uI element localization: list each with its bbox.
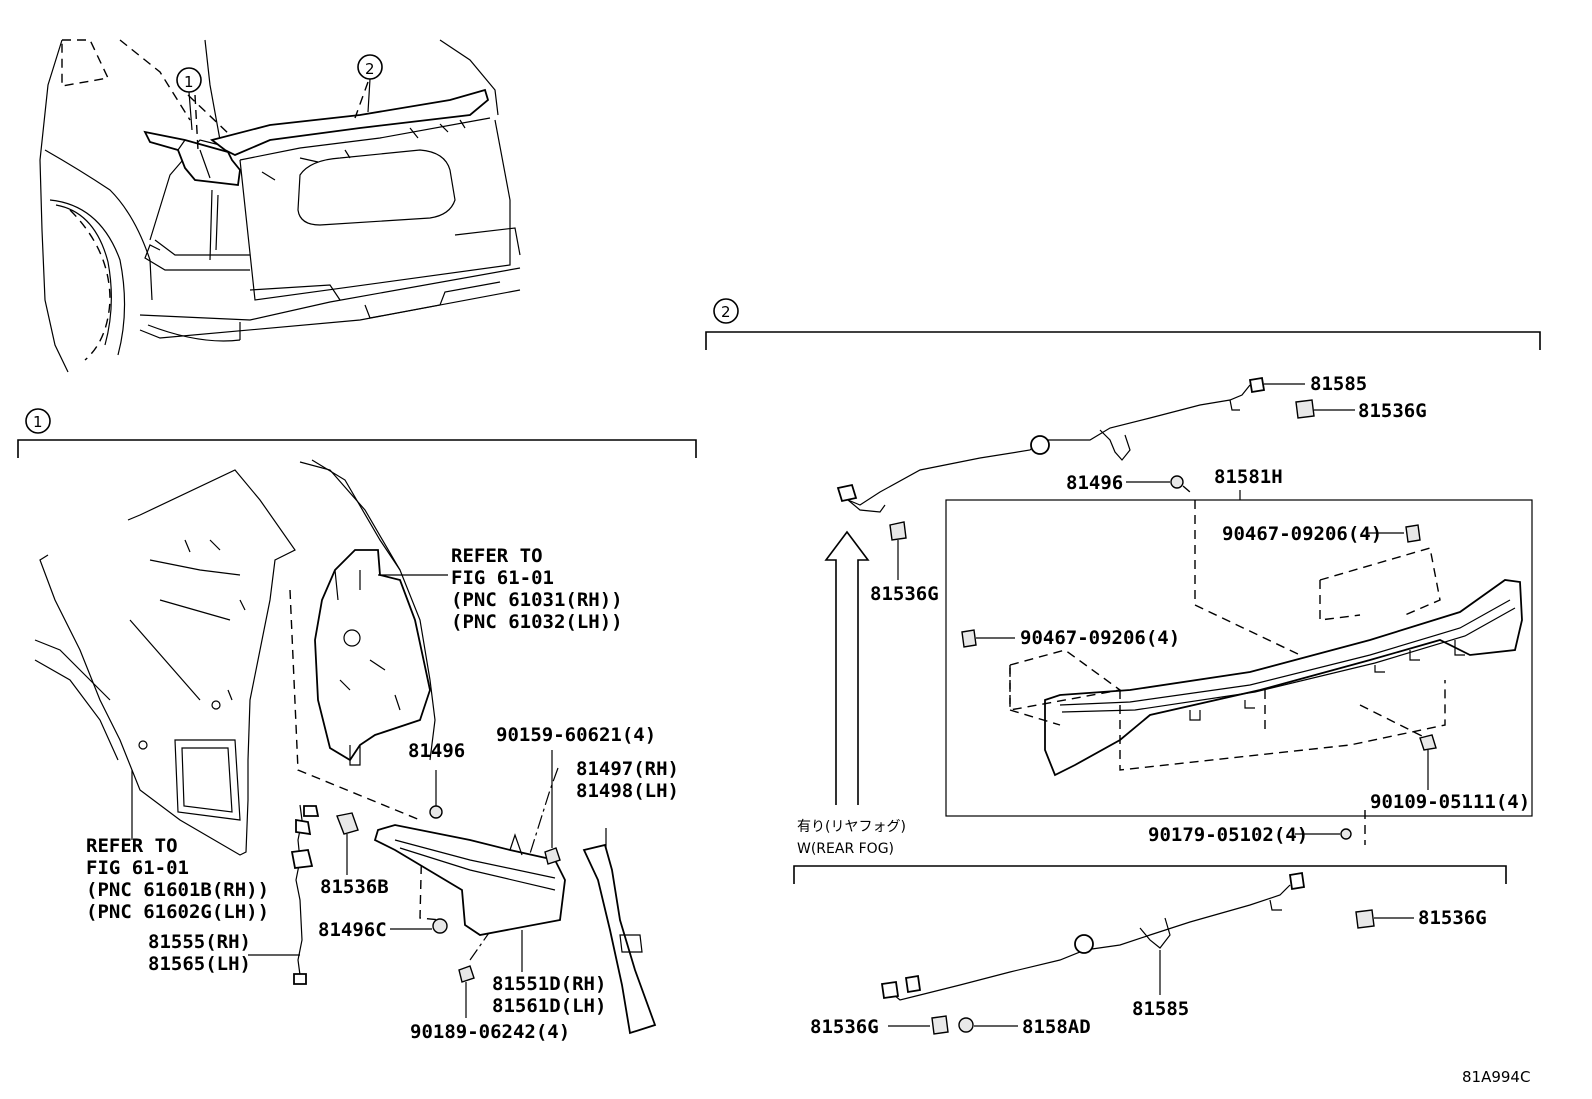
label-81581H: 81581H bbox=[1214, 466, 1283, 488]
label-81497: 81497(RH) bbox=[576, 758, 679, 780]
refer-right-line-3: (PNC 61031(RH)) bbox=[451, 589, 623, 611]
callout-2-overview: 2 bbox=[365, 60, 375, 78]
label-81536G-right: 81536G bbox=[1418, 907, 1487, 929]
figure-code: 81A994C bbox=[1462, 1068, 1530, 1086]
label-81496-s2: 81496 bbox=[1066, 472, 1123, 494]
callout-1-overview: 1 bbox=[184, 73, 194, 91]
callout-1-section: 1 bbox=[33, 413, 43, 431]
refer-left-line-2: FIG 61-01 bbox=[86, 857, 189, 879]
section-1: 1 REFER TO FIG 61-01 (PNC 61031(RH)) (PN… bbox=[17, 408, 697, 1043]
refer-right-line-1: REFER TO bbox=[451, 545, 543, 567]
label-81496C: 81496C bbox=[318, 919, 387, 941]
refer-left-line-3: (PNC 61601B(RH)) bbox=[86, 879, 269, 901]
callout-2-section: 2 bbox=[721, 303, 731, 321]
label-8158AD: 8158AD bbox=[1022, 1016, 1091, 1038]
label-81536G-left: 81536G bbox=[870, 583, 939, 605]
label-81536G-bottom: 81536G bbox=[810, 1016, 879, 1038]
label-81536G-top: 81536G bbox=[1358, 400, 1427, 422]
section-2: 2 81585 81536G 81536G 81496 81581H 90467… bbox=[705, 298, 1541, 1038]
label-81496-s1: 81496 bbox=[408, 740, 465, 762]
refer-right-line-4: (PNC 61032(LH)) bbox=[451, 611, 623, 633]
label-81498: 81498(LH) bbox=[576, 780, 679, 802]
label-81585-top: 81585 bbox=[1310, 373, 1367, 395]
label-81565: 81565(LH) bbox=[148, 953, 251, 975]
label-81585-bottom: 81585 bbox=[1132, 998, 1189, 1020]
label-90467-b: 90467-09206(4) bbox=[1020, 627, 1180, 649]
label-90179: 90179-05102(4) bbox=[1148, 824, 1308, 846]
label-81536B: 81536B bbox=[320, 876, 389, 898]
vehicle-overview: 1 2 bbox=[39, 39, 521, 373]
rear-fog-jp: 有り(リヤフォグ) bbox=[797, 819, 906, 835]
rear-fog-en: W(REAR FOG) bbox=[797, 841, 894, 857]
refer-right-line-2: FIG 61-01 bbox=[451, 567, 554, 589]
refer-left-line-4: (PNC 61602G(LH)) bbox=[86, 901, 269, 923]
label-90467-a: 90467-09206(4) bbox=[1222, 523, 1382, 545]
label-90109: 90109-05111(4) bbox=[1370, 791, 1530, 813]
label-81551D: 81551D(RH) bbox=[492, 973, 606, 995]
refer-left-line-1: REFER TO bbox=[86, 835, 178, 857]
label-90159: 90159-60621(4) bbox=[496, 724, 656, 746]
label-81561D: 81561D(LH) bbox=[492, 995, 606, 1017]
label-81555: 81555(RH) bbox=[148, 931, 251, 953]
label-90189: 90189-06242(4) bbox=[410, 1021, 570, 1043]
